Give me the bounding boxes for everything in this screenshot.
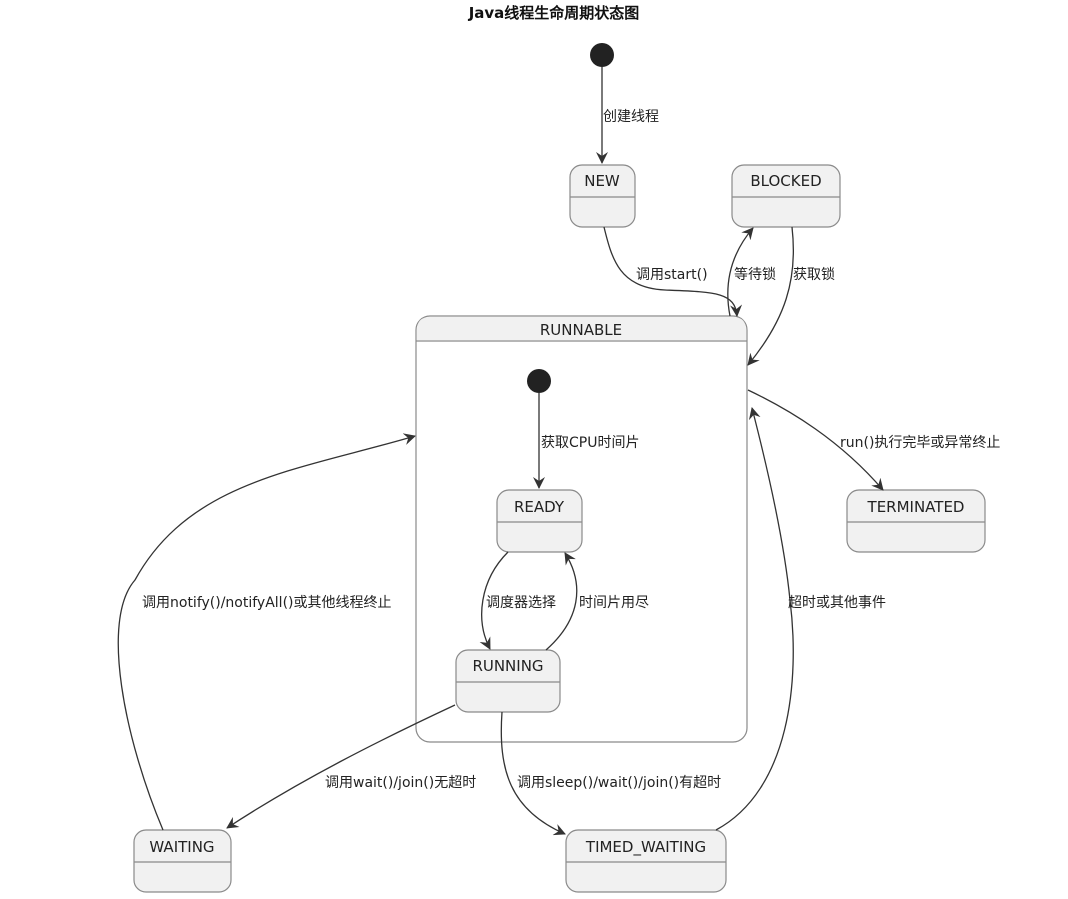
transition-running-to-timed-waiting[interactable]: 调用sleep()/wait()/join()有超时	[500, 711, 721, 836]
transition-new-to-runnable[interactable]: 调用start()	[603, 226, 743, 317]
label-timed-waiting-to-runnable: 超时或其他事件	[788, 595, 886, 611]
transition-blocked-to-runnable[interactable]: 获取锁	[747, 226, 835, 366]
ready-box	[496, 489, 583, 553]
transition-inner-start-to-ready[interactable]: 获取CPU时间片	[533, 393, 639, 489]
edge-running-to-timed-waiting	[500, 711, 566, 836]
state-ready[interactable]: READY	[496, 489, 583, 553]
transition-running-to-waiting[interactable]: 调用wait()/join()无超时	[226, 704, 476, 829]
label-new-to-runnable: 调用start()	[636, 267, 708, 283]
label-blocked-to-runnable: 获取锁	[793, 267, 835, 283]
state-timed-waiting[interactable]: TIMED_WAITING	[565, 829, 727, 893]
transition-ready-to-running[interactable]: 调度器选择	[479, 551, 556, 650]
edge-runnable-to-terminated	[747, 389, 884, 491]
state-terminated[interactable]: TERMINATED	[846, 489, 986, 553]
initial-state	[590, 43, 614, 67]
edge-waiting-to-runnable	[117, 433, 416, 831]
edge-runnable-to-blocked	[727, 227, 754, 317]
label-ready-to-running: 调度器选择	[486, 595, 556, 611]
state-waiting[interactable]: WAITING	[133, 829, 232, 893]
edge-new-to-runnable	[603, 226, 743, 317]
transition-runnable-to-blocked[interactable]: 等待锁	[727, 227, 776, 317]
new-box	[569, 164, 636, 228]
label-runnable-to-blocked: 等待锁	[734, 266, 776, 283]
state-blocked[interactable]: BLOCKED	[731, 164, 841, 228]
label-runnable-to-terminated: run()执行完毕或异常终止	[840, 435, 1000, 451]
inner-initial-state	[527, 369, 551, 393]
edge-timed-waiting-to-runnable	[715, 407, 794, 831]
edge-ready-to-running	[479, 551, 509, 650]
transition-timed-waiting-to-runnable[interactable]: 超时或其他事件	[715, 407, 886, 831]
waiting-label: WAITING	[149, 838, 214, 856]
terminated-box	[846, 489, 986, 553]
edge-running-to-waiting	[226, 704, 456, 829]
label-running-to-timed-waiting: 调用sleep()/wait()/join()有超时	[517, 775, 721, 791]
new-label: NEW	[584, 172, 620, 190]
transition-waiting-to-runnable[interactable]: 调用notify()/notifyAll()或其他线程终止	[117, 433, 416, 831]
timed-waiting-box	[565, 829, 727, 893]
transition-runnable-to-terminated[interactable]: run()执行完毕或异常终止	[747, 389, 1000, 491]
transition-running-to-ready[interactable]: 时间片用尽	[545, 552, 649, 651]
running-box	[455, 649, 561, 713]
transition-start-to-new[interactable]: 创建线程	[596, 67, 659, 164]
timed-waiting-label: TIMED_WAITING	[585, 838, 706, 857]
label-running-to-ready: 时间片用尽	[579, 595, 649, 611]
state-running[interactable]: RUNNING	[455, 649, 561, 713]
running-label: RUNNING	[472, 657, 543, 675]
edge-blocked-to-runnable	[747, 226, 795, 366]
runnable-label: RUNNABLE	[540, 321, 622, 339]
state-new[interactable]: NEW	[569, 164, 636, 228]
ready-label: READY	[514, 498, 565, 516]
label-inner-start-to-ready: 获取CPU时间片	[541, 435, 639, 451]
label-running-to-waiting: 调用wait()/join()无超时	[325, 775, 476, 791]
waiting-box	[133, 829, 232, 893]
diagram-title: Java线程生命周期状态图	[468, 4, 640, 22]
blocked-label: BLOCKED	[750, 172, 821, 190]
runnable-header	[417, 317, 746, 340]
label-start-to-new: 创建线程	[603, 109, 659, 125]
terminated-label: TERMINATED	[867, 498, 965, 516]
edge-running-to-ready	[545, 552, 578, 651]
blocked-box	[731, 164, 841, 228]
label-waiting-to-runnable: 调用notify()/notifyAll()或其他线程终止	[142, 595, 392, 611]
